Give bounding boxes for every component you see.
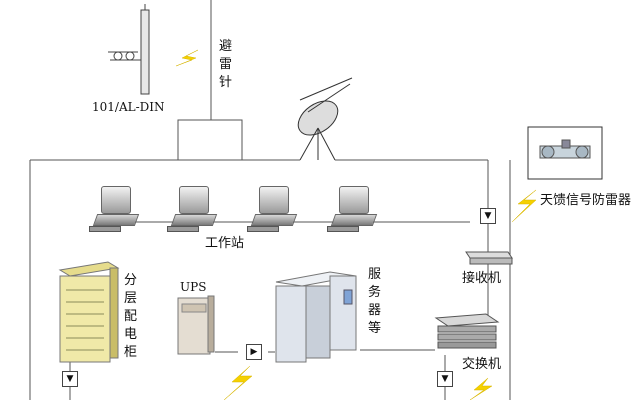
distribution-cabinet-icon xyxy=(58,261,120,363)
workstation-label: 工作站 xyxy=(205,236,245,251)
lightning-bolt-icon xyxy=(223,365,253,400)
ups-label: UPS xyxy=(180,280,207,294)
workstation-icon xyxy=(167,186,218,232)
switch-icon xyxy=(434,313,500,349)
switch-label: 交换机 xyxy=(462,357,502,372)
receiver-label: 接收机 xyxy=(462,271,502,286)
lightning-bolt-icon xyxy=(175,49,199,67)
surge-protector-arrow: ▶ xyxy=(246,344,262,360)
surge-protector-arrow: ▼ xyxy=(480,208,496,224)
workstation-icon xyxy=(327,186,378,232)
workstation-icon xyxy=(247,186,298,232)
lightning-rod-label: 避雷针 xyxy=(219,39,233,90)
antenna-protector-icon xyxy=(527,126,603,180)
distribution-cabinet-label: 分层配电柜 xyxy=(124,273,138,360)
satellite-dish-icon xyxy=(297,77,353,161)
wiring-lines xyxy=(29,0,511,400)
lightning-bolt-icon xyxy=(469,377,493,400)
lightning-bolt-icon xyxy=(511,189,537,223)
surge-protector-arrow: ▼ xyxy=(62,371,78,387)
antenna-protector-label: 天馈信号防雷器 xyxy=(540,193,632,208)
receiver-icon xyxy=(465,251,513,265)
ups-icon xyxy=(177,295,215,355)
workstation-icon xyxy=(89,186,140,232)
lightning-rod-model-label: 101/AL-DIN xyxy=(92,100,165,114)
surge-protector-arrow: ▼ xyxy=(437,371,453,387)
server-icon xyxy=(275,271,357,363)
lightning-rod-icon xyxy=(108,4,150,95)
server-label: 服务器等 xyxy=(368,267,382,336)
